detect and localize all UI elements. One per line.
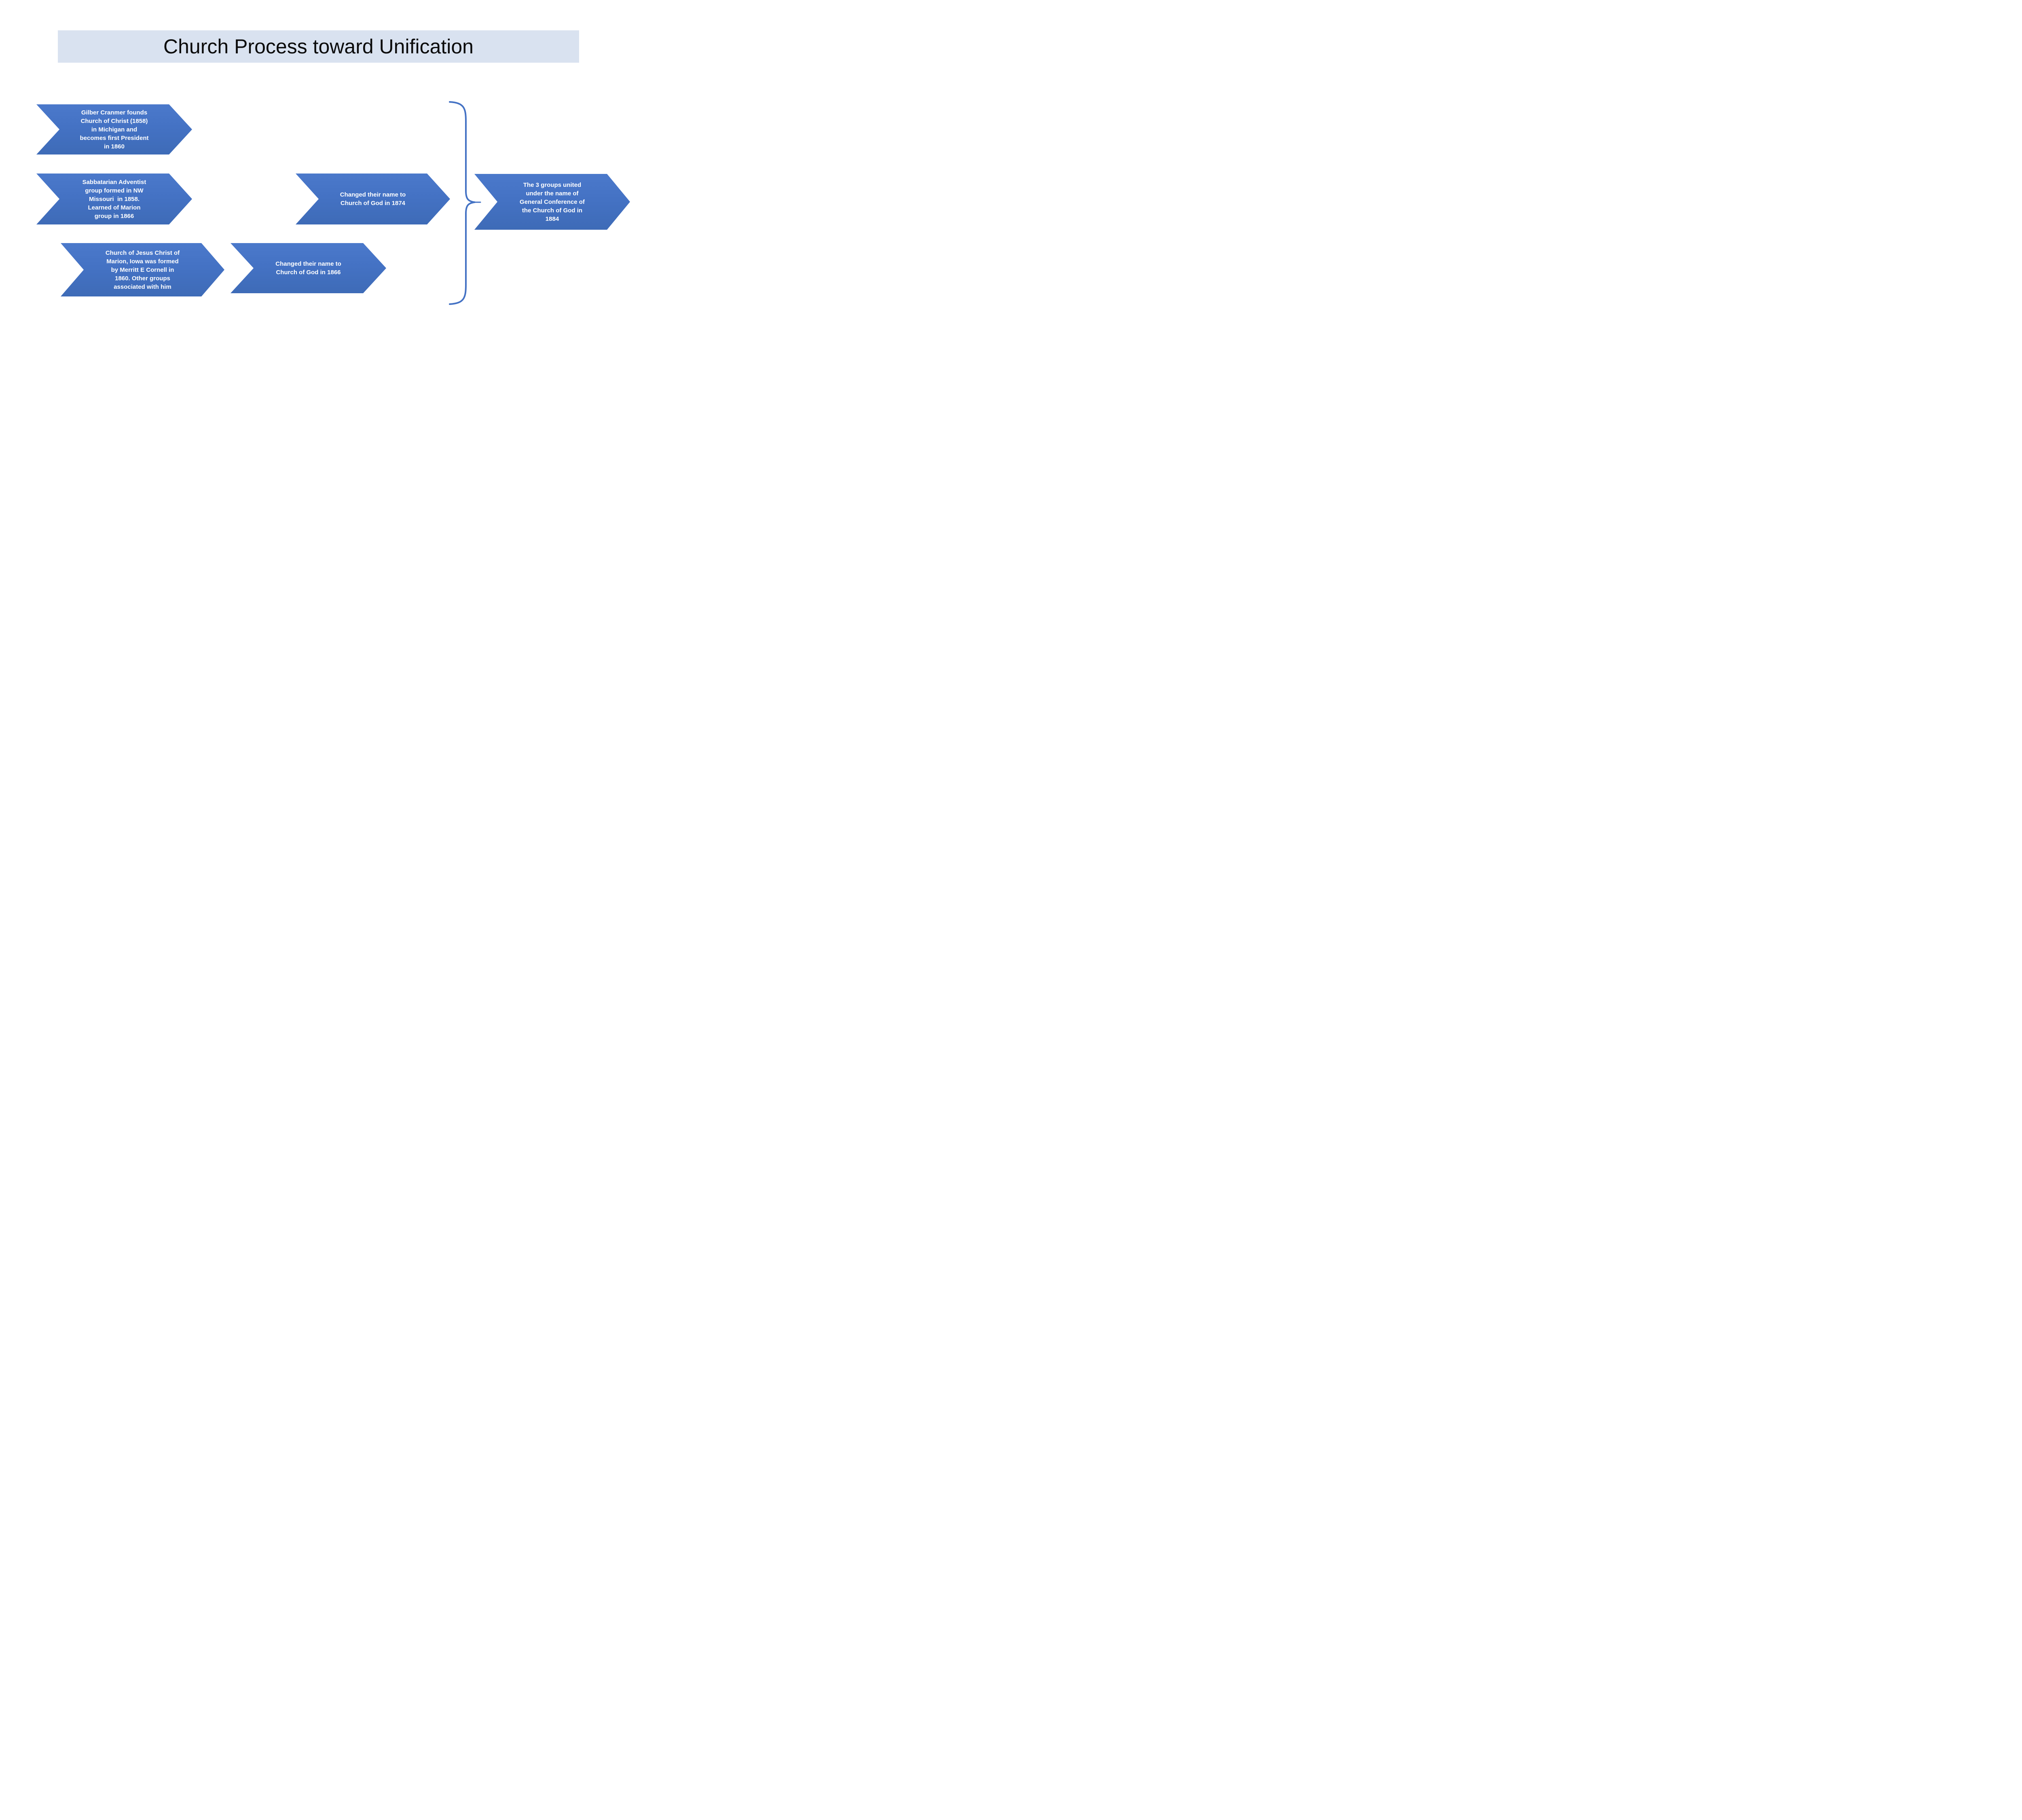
curly-brace-path [449,101,476,305]
chevron-renamed-1874-text: Changed their name to Church of God in 1… [340,191,406,207]
curly-brace-connector [449,101,481,305]
page-title: Church Process toward Unification [163,35,474,58]
chevron-renamed-1866: Changed their name to Church of God in 1… [231,243,386,293]
chevron-renamed-1874: Changed their name to Church of God in 1… [296,174,450,224]
chevron-renamed-1866-text: Changed their name to Church of God in 1… [275,260,341,276]
title-banner: Church Process toward Unification [58,30,579,63]
chevron-cranmer-1858: Gilber Cranmer founds Church of Christ (… [36,104,192,154]
chevron-united-1884: The 3 groups united under the name of Ge… [474,174,630,230]
chevron-united-1884-text: The 3 groups united under the name of Ge… [520,181,585,222]
chevron-marion-1860: Church of Jesus Christ of Marion, Iowa w… [61,243,224,296]
chevron-sabbatarian-1858: Sabbatarian Adventist group formed in NW… [36,174,192,224]
slide: Church Process toward Unification Gilber… [0,0,634,357]
chevron-cranmer-text: Gilber Cranmer founds Church of Christ (… [80,109,149,150]
chevron-sabbatarian-text: Sabbatarian Adventist group formed in NW… [82,178,146,220]
chevron-marion-text: Church of Jesus Christ of Marion, Iowa w… [105,249,180,290]
